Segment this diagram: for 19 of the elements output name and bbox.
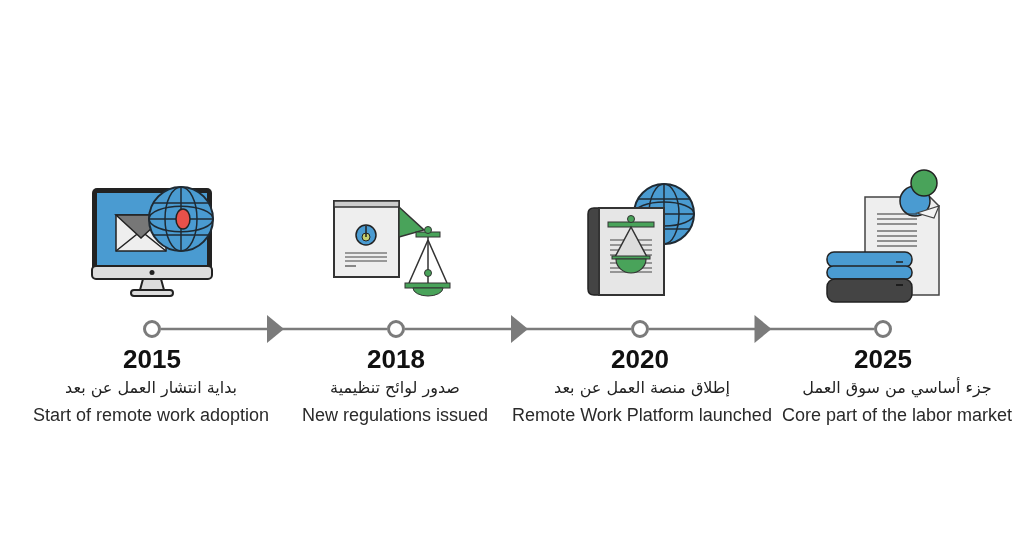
milestone-english-text: Start of remote work adoption <box>32 404 270 426</box>
year-label: 2015 <box>123 344 181 374</box>
milestone-english-text: Remote Work Platform launched <box>512 404 772 426</box>
year-label: 2018 <box>367 344 425 374</box>
milestone-arabic-text: بداية انتشار العمل عن بعد <box>65 377 237 398</box>
year-label: 2025 <box>854 344 912 374</box>
milestone-arabic-text: صدور لوائح تنظيمية <box>330 377 460 398</box>
milestone-english-text: New regulations issued <box>301 404 489 426</box>
milestone-marker <box>874 320 892 338</box>
milestone-marker <box>143 320 161 338</box>
milestone-arabic-text: جزء أساسي من سوق العمل <box>802 377 992 398</box>
milestone-english-text: Core part of the labor market <box>781 404 1013 426</box>
milestone-marker <box>631 320 649 338</box>
milestone-arabic-text: إطلاق منصة العمل عن بعد <box>554 377 730 398</box>
timeline-arrow <box>161 315 387 343</box>
timeline-arrow <box>405 315 631 343</box>
milestone-marker <box>387 320 405 338</box>
year-label: 2020 <box>611 344 669 374</box>
timeline-arrow <box>649 315 874 343</box>
